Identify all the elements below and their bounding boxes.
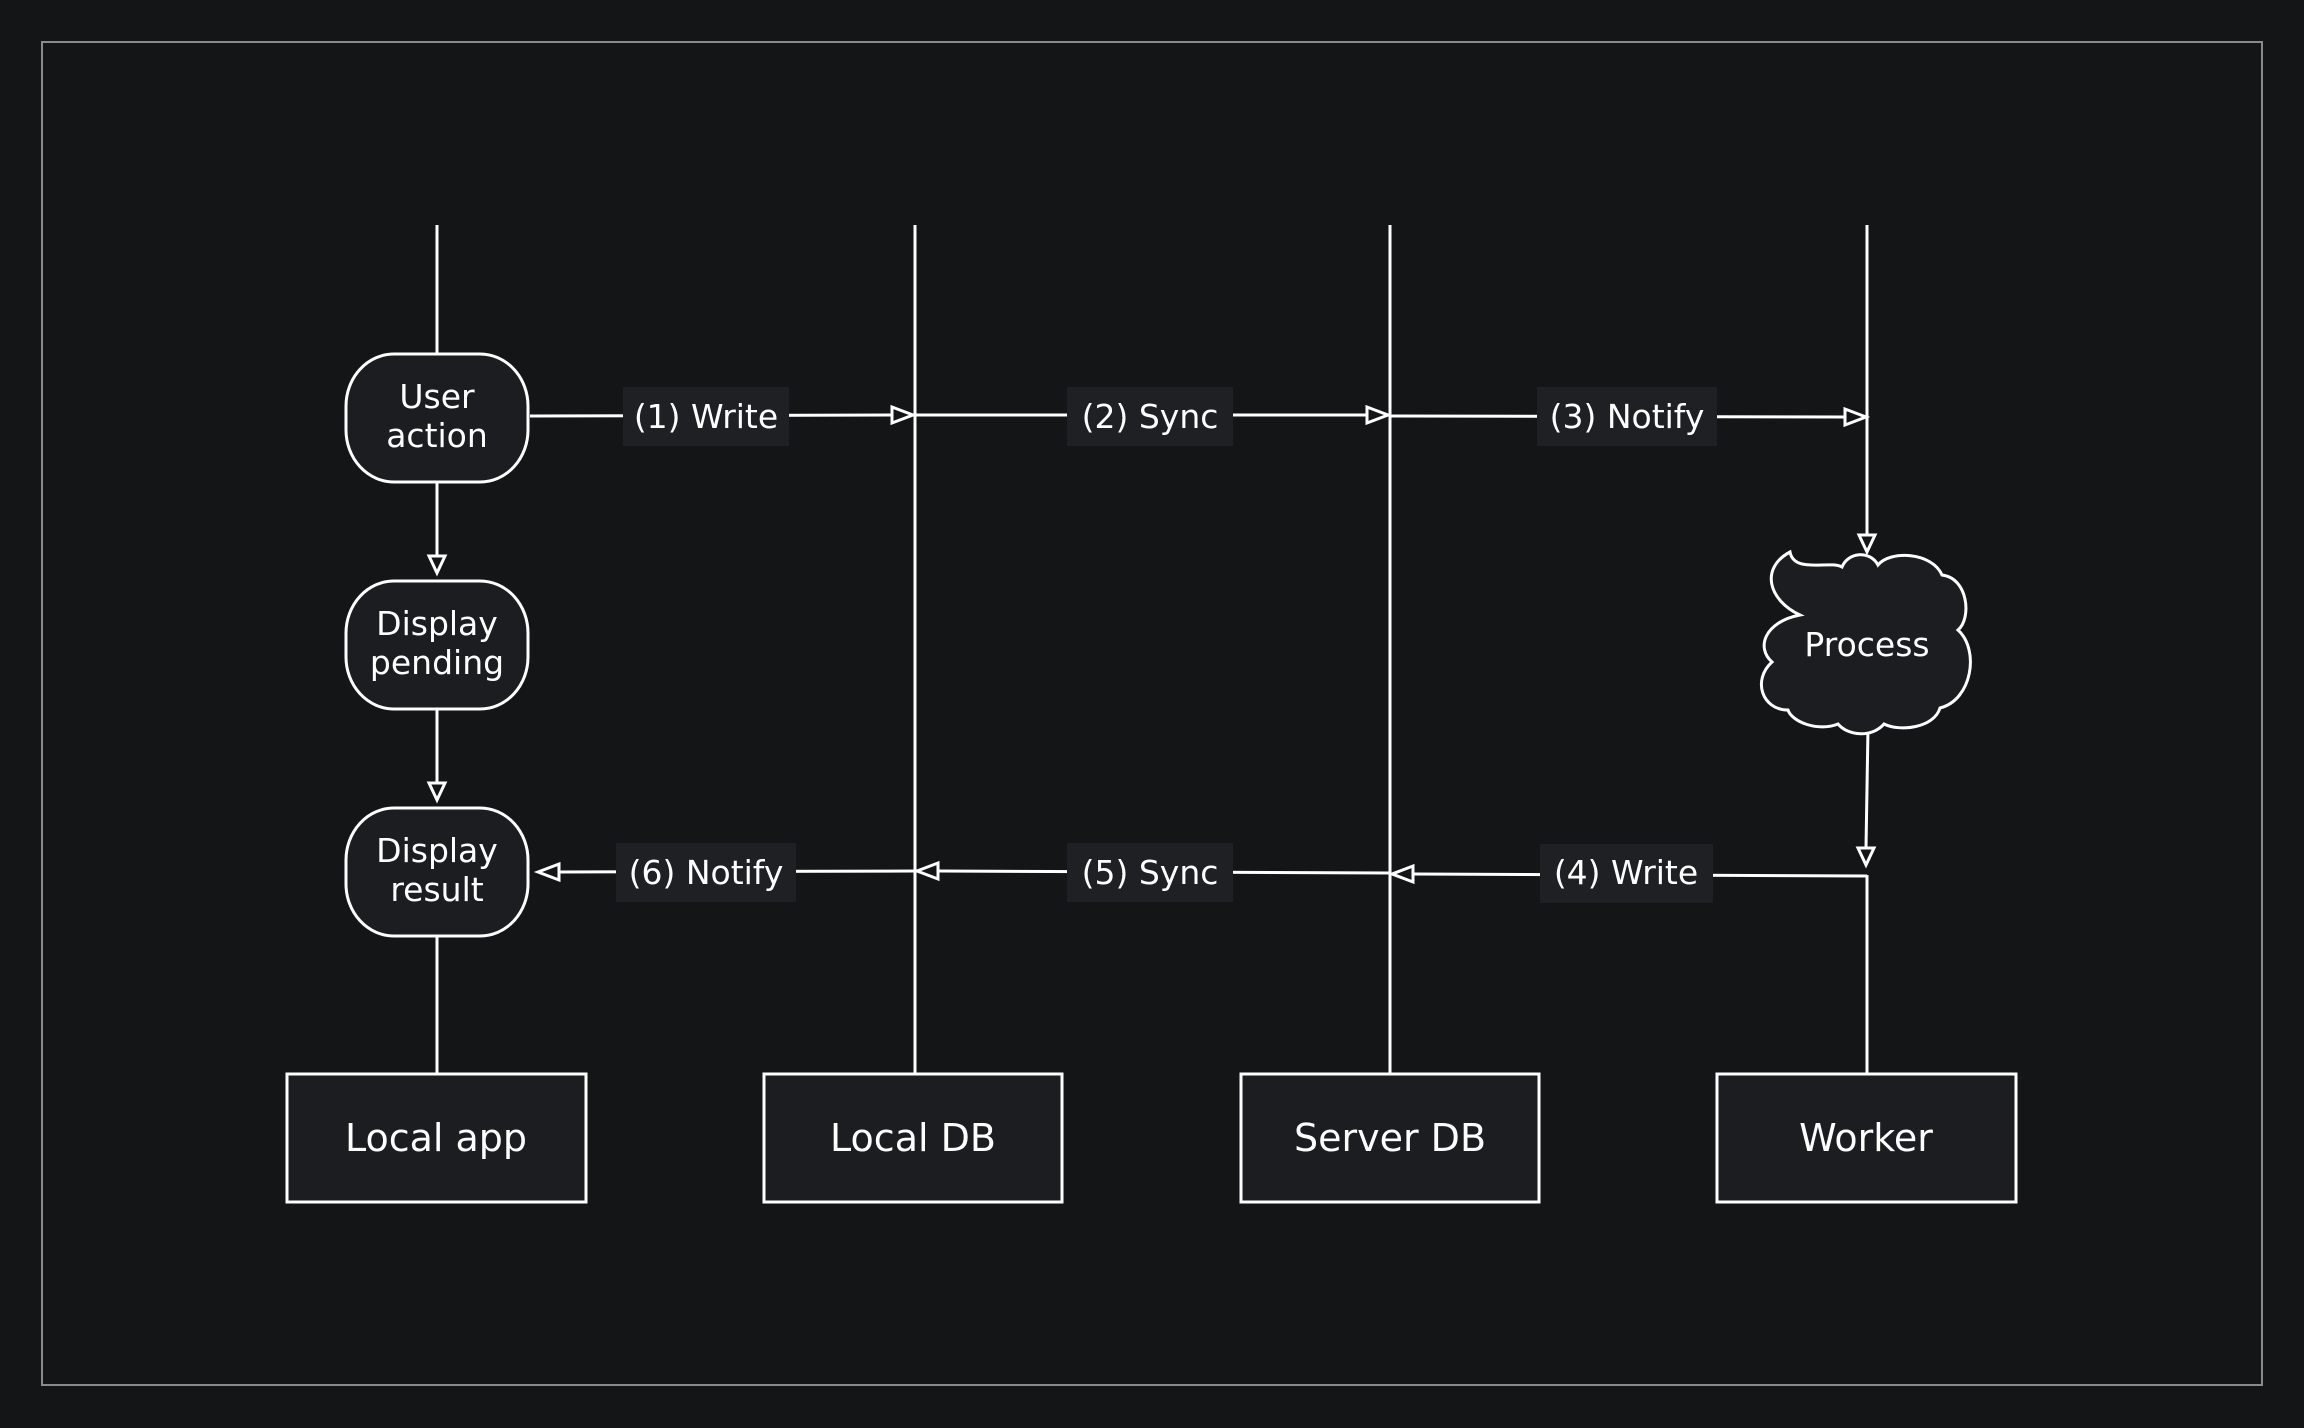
lane-box-local-db: [762, 1072, 1064, 1204]
message-3-label-bg: [1537, 387, 1717, 446]
arrowhead-down: [426, 554, 448, 577]
message-3-arrowhead: [1843, 406, 1871, 428]
message-4-label-bg: [1540, 844, 1713, 903]
process-cloud-node: Process: [1760, 549, 1972, 736]
display-result-line-1: Display: [376, 831, 498, 870]
display-result-node: Display result: [344, 806, 530, 938]
message-2-label-bg: [1067, 387, 1233, 446]
display-pending-node: Display pending: [344, 579, 530, 711]
user-action-line-1: User: [399, 377, 475, 416]
lane-label-local-db: Local DB: [830, 1116, 996, 1160]
message-lines: [529, 404, 1878, 885]
lane-label-local-app: Local app: [345, 1116, 527, 1160]
message-6-label: (6) Notify: [629, 853, 784, 892]
display-pending-line-1: Display: [376, 604, 498, 643]
message-5-label-bg: [1067, 843, 1233, 902]
arrowhead-down: [426, 781, 448, 804]
message-6-arrowhead: [533, 861, 561, 883]
message-1-label: (1) Write: [634, 397, 778, 436]
lane-box-local-app: [285, 1072, 588, 1204]
cloud-shape: [1760, 549, 1972, 736]
message-1-arrowhead: [890, 404, 918, 426]
user-action-line-2: action: [386, 416, 488, 455]
message-4-arrowhead: [1387, 863, 1415, 885]
diagram-frame: [41, 41, 2263, 1386]
process-label: Process: [1804, 625, 1929, 664]
arrowhead-down: [1855, 846, 1877, 869]
user-action-node: User action: [344, 352, 530, 484]
message-3-label: (3) Notify: [1550, 397, 1705, 436]
message-labels: (1) Write (2) Sync (3) Notify (4) Write …: [616, 387, 1717, 903]
process-to-worker-line: [1864, 727, 1870, 849]
message-2-arrowhead: [1365, 404, 1393, 426]
lane-label-server-db: Server DB: [1294, 1116, 1486, 1160]
lifelines: [435, 225, 1869, 1073]
message-4-label: (4) Write: [1554, 853, 1698, 892]
message-1-label-bg: [623, 387, 789, 446]
message-5-label: (5) Sync: [1082, 853, 1219, 892]
lane-box-worker: [1715, 1072, 2018, 1204]
lane-label-worker: Worker: [1799, 1116, 1933, 1160]
lane-boxes: Local app Local DB Server DB Worker: [285, 1072, 2018, 1204]
message-6-label-bg: [616, 843, 796, 902]
message-5-arrowhead: [912, 860, 940, 882]
lane-box-server-db: [1239, 1072, 1541, 1204]
display-pending-line-2: pending: [370, 643, 504, 682]
arrowhead-down: [1856, 533, 1878, 556]
message-2-label: (2) Sync: [1082, 397, 1219, 436]
local-flow-arrows: [426, 483, 448, 804]
display-result-line-2: result: [390, 870, 483, 909]
